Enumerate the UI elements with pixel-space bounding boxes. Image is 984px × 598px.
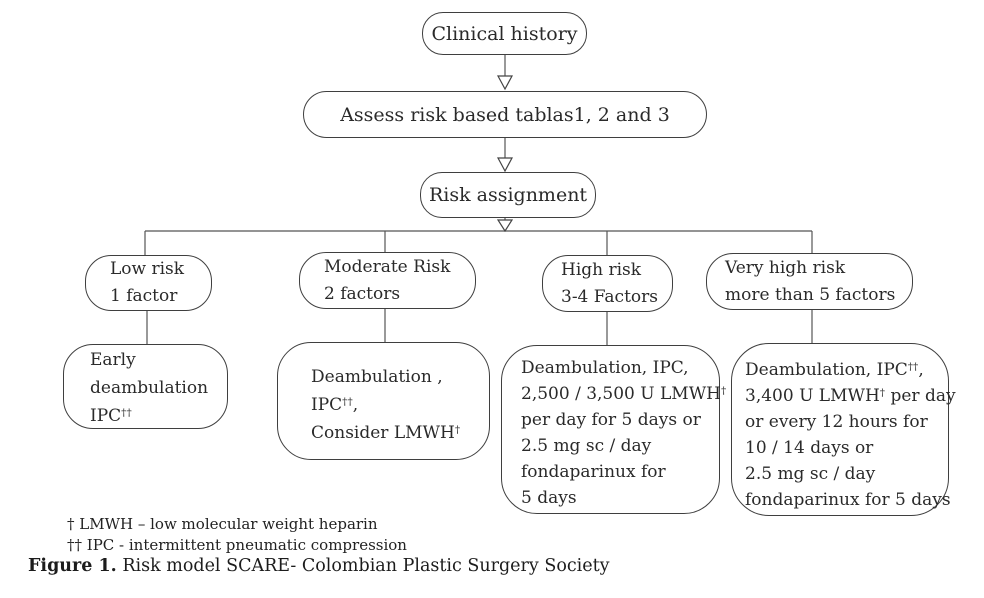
text-segment: or every 12 hours for	[745, 412, 928, 432]
node-clinical-history: Clinical history	[422, 12, 587, 55]
text-segment: deambulation	[90, 378, 209, 398]
text-segment: IPC	[90, 406, 122, 426]
dagger-superscript: ††	[342, 396, 353, 409]
dagger-superscript: †	[879, 387, 886, 400]
dagger-superscript: †	[454, 424, 461, 437]
down-arrowhead-icon	[496, 219, 514, 233]
text-segment: 2,500 / 3,500 U LMWH	[521, 384, 721, 404]
box-text-line: High risk	[561, 257, 672, 284]
footnote-lmwh: † LMWH – low molecular weight heparin	[67, 515, 378, 533]
box-text-line: or every 12 hours for	[745, 409, 948, 435]
box-text-line: IPC††	[90, 402, 227, 430]
box-text-line: 2.5 mg sc / day	[521, 433, 719, 459]
text-segment: Low risk	[110, 259, 185, 279]
text-segment: 3-4 Factors	[561, 286, 658, 307]
node-assess-risk: Assess risk based tablas1, 2 and 3	[303, 91, 707, 138]
dagger-superscript: ††	[121, 407, 132, 420]
text-segment: Deambulation ,	[311, 367, 443, 387]
text-segment: 3,400 U LMWH	[745, 386, 880, 406]
box-text-line: Consider LMWH†	[311, 419, 489, 447]
box-text-line: 1 factor	[110, 283, 211, 310]
dagger-superscript: †	[721, 385, 727, 398]
box-text-line: 2,500 / 3,500 U LMWH†	[521, 381, 726, 407]
node-moderate-risk: Moderate Risk 2 factors	[299, 252, 476, 309]
box-text-line: Very high risk	[725, 255, 912, 282]
box-text-line: Moderate Risk	[324, 254, 475, 281]
box-text-line: 2.5 mg sc / day	[745, 461, 948, 487]
box-text-line: Deambulation, IPC,	[521, 355, 719, 381]
text-segment: 2.5 mg sc / day	[521, 436, 652, 456]
text-segment: per day for 5 days or	[521, 410, 701, 430]
box-text-line: Deambulation, IPC††,	[745, 357, 948, 383]
figure-caption-text: Risk model SCARE- Colombian Plastic Surg…	[116, 556, 610, 576]
text-segment: ,	[352, 395, 359, 415]
text-segment: High risk	[561, 259, 642, 280]
box-text-line: 3,400 U LMWH† per day	[745, 383, 956, 409]
text-segment: Moderate Risk	[324, 256, 451, 277]
node-moderate-risk-action: Deambulation ,IPC††,Consider LMWH†	[277, 342, 490, 460]
box-text-line: 3-4 Factors	[561, 284, 672, 311]
text-segment: Very high risk	[725, 257, 846, 278]
node-risk-assignment: Risk assignment	[420, 172, 596, 218]
box-text-line: fondaparinux for	[521, 459, 719, 485]
text-segment: 2.5 mg sc / day	[745, 464, 876, 484]
figure-caption: Figure 1. Risk model SCARE- Colombian Pl…	[28, 556, 610, 576]
text-segment: 5 days	[521, 488, 577, 508]
figure-caption-label: Figure 1.	[28, 556, 117, 576]
box-text-line: Early	[90, 346, 227, 374]
node-high-risk: High risk 3-4 Factors	[542, 255, 673, 312]
box-text-line: deambulation	[90, 374, 227, 402]
box-text-line: per day for 5 days or	[521, 407, 719, 433]
box-text-line: Low risk	[110, 256, 211, 283]
down-arrowhead-icon	[496, 157, 514, 173]
text-segment: fondaparinux for	[521, 462, 666, 482]
node-very-high-risk: Very high risk more than 5 factors	[706, 253, 913, 310]
box-text-line: fondaparinux for 5 days	[745, 487, 951, 513]
text-segment: more than 5 factors	[725, 284, 896, 305]
node-low-risk: Low risk 1 factor	[85, 255, 212, 311]
text-segment: IPC	[311, 395, 343, 415]
text-segment: ,	[918, 360, 924, 380]
text-segment: per day	[885, 386, 956, 406]
box-text-line: 5 days	[521, 485, 719, 511]
text-segment: 10 / 14 days or	[745, 438, 874, 458]
footnotes: † LMWH – low molecular weight heparin ††…	[67, 514, 407, 556]
footnote-ipc: †† IPC - intermittent pneumatic compress…	[67, 536, 407, 554]
text-segment: fondaparinux for 5 days	[745, 490, 951, 510]
text-segment: Early	[90, 350, 136, 370]
box-text-line: 2 factors	[324, 281, 475, 308]
down-arrowhead-icon	[496, 75, 514, 91]
node-very-high-risk-action: Deambulation, IPC††,3,400 U LMWH† per da…	[731, 343, 956, 516]
box-text-line: Deambulation ,	[311, 363, 489, 391]
node-high-risk-action: Deambulation, IPC, 2,500 / 3,500 U LMWH† p…	[501, 345, 726, 514]
text-segment: 2 factors	[324, 283, 401, 304]
dagger-superscript: ††	[907, 361, 919, 374]
box-text-line: IPC††,	[311, 391, 489, 419]
text-segment: Consider LMWH	[311, 423, 455, 443]
box-text-line: 10 / 14 days or	[745, 435, 948, 461]
text-segment: Deambulation, IPC	[745, 360, 908, 380]
text-segment: Deambulation, IPC,	[521, 358, 689, 378]
text-segment: 1 factor	[110, 286, 178, 306]
box-text-line: more than 5 factors	[725, 282, 912, 309]
